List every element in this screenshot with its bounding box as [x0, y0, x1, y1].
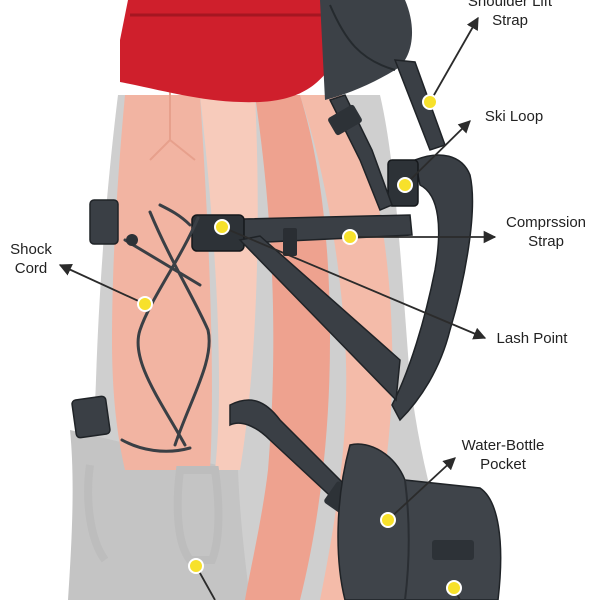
label-shoulder-lift-strap: Shoulder Lift Strap	[455, 0, 565, 30]
label-shoulder-lift-strap-line2: Strap	[492, 12, 528, 29]
marker-shoulder-lift-strap	[422, 94, 438, 110]
red-top-lid	[120, 0, 335, 103]
label-compression-strap: Comprssion Strap	[494, 213, 598, 251]
side-panel-left	[112, 95, 212, 470]
label-shoulder-lift-strap-line1: Shoulder Lift	[467, 0, 553, 10]
label-shock-cord-line1: Shock	[10, 241, 52, 258]
side-panel-center	[200, 95, 258, 470]
label-shock-cord: Shock Cord	[0, 240, 62, 278]
leader-water-bottle-pocket	[387, 457, 456, 521]
marker-bottom-loop	[188, 558, 204, 574]
leader-shoulder-lift-strap	[429, 16, 479, 103]
label-water-bottle-pocket-line1: Water-Bottle	[461, 437, 545, 454]
panel-seam	[149, 70, 196, 161]
shoulder-lift-strap	[393, 59, 446, 151]
water-bottle-pocket-shape	[337, 443, 502, 600]
label-water-bottle-pocket: Water-Bottle Pocket	[444, 436, 562, 474]
label-shock-cord-line2: Cord	[14, 260, 48, 277]
lash-diagonal-strap	[238, 235, 401, 402]
marker-compression-buckle	[214, 219, 230, 235]
marker-water-bottle-pocket	[380, 512, 396, 528]
label-compression-strap-line1: Comprssion	[505, 214, 587, 231]
back-panel-top	[320, 0, 413, 100]
label-ski-loop: Ski Loop	[484, 108, 544, 125]
bottom-loop-right	[84, 464, 109, 563]
left-strap-tab-lower	[71, 395, 111, 439]
label-compression-strap-line2: Strap	[528, 233, 564, 250]
pocket-seam	[404, 479, 410, 600]
cord-lock	[126, 234, 138, 246]
marker-compression-strap	[342, 229, 358, 245]
back-panel-fold	[329, 4, 396, 71]
leader-ski-loop	[404, 120, 471, 186]
hip-belt-pad	[391, 154, 474, 422]
label-lash-point: Lash Point	[496, 330, 568, 347]
marker-ski-loop	[397, 177, 413, 193]
label-water-bottle-pocket-line2: Pocket	[480, 456, 526, 473]
markers	[137, 94, 462, 596]
marker-shock-cord	[137, 296, 153, 312]
marker-side-pocket	[446, 580, 462, 596]
pocket-side-tab	[432, 540, 474, 560]
bottom-loop-left	[173, 466, 223, 564]
upper-strap-buckle	[328, 104, 362, 136]
leader-shock-cord	[58, 264, 146, 305]
compression-strap-slider	[283, 228, 297, 256]
left-strap-tab-upper	[89, 199, 119, 245]
leader-lash-point	[221, 226, 487, 340]
